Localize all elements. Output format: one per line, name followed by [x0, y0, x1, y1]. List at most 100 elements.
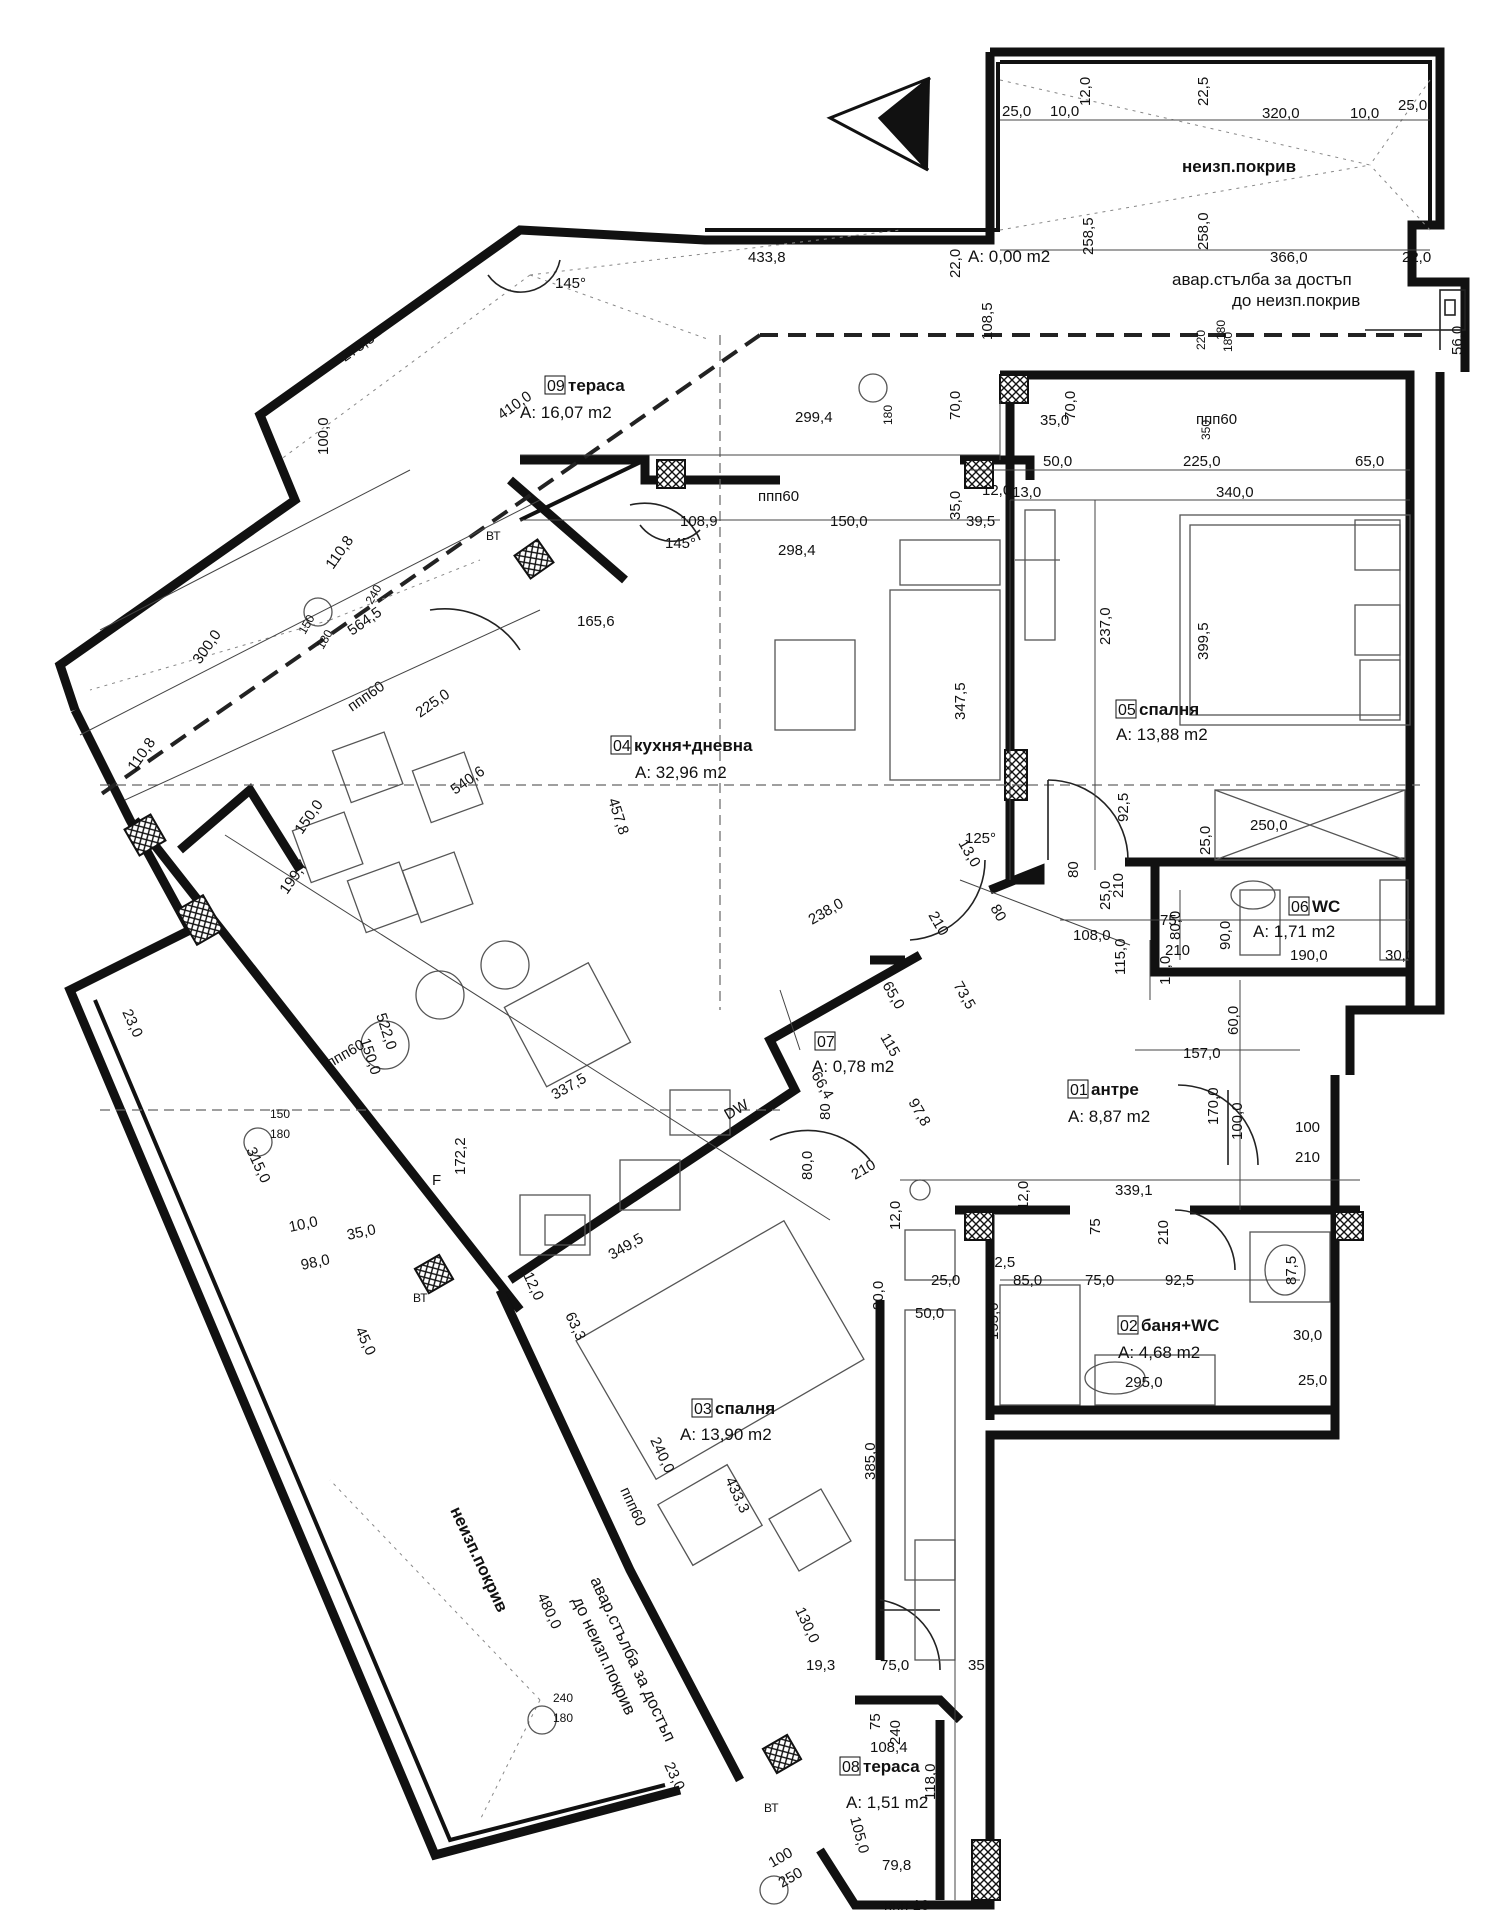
- svg-text:25,0: 25,0: [1398, 97, 1427, 114]
- svg-text:12,5: 12,5: [986, 1254, 1015, 1271]
- room-06-label: 06 WC A: 1,71 m2: [1253, 896, 1340, 941]
- svg-text:ппп60: ппп60: [616, 1485, 649, 1529]
- svg-text:79,8: 79,8: [882, 1857, 911, 1874]
- svg-text:180: 180: [881, 405, 895, 425]
- svg-text:240: 240: [362, 582, 384, 607]
- svg-text:350: 350: [1199, 420, 1213, 440]
- svg-text:35,0: 35,0: [1040, 412, 1069, 429]
- svg-text:125°: 125°: [965, 830, 996, 847]
- svg-text:480,0: 480,0: [533, 1591, 564, 1632]
- svg-text:13,0: 13,0: [1012, 484, 1041, 501]
- svg-text:80: 80: [817, 1103, 834, 1120]
- svg-text:25,0: 25,0: [1002, 103, 1031, 120]
- svg-text:80,0: 80,0: [1167, 911, 1184, 940]
- svg-text:225,0: 225,0: [413, 686, 454, 721]
- svg-text:180: 180: [553, 1711, 573, 1725]
- svg-text:98,0: 98,0: [299, 1251, 331, 1274]
- svg-text:30,0: 30,0: [870, 1281, 887, 1310]
- svg-text:75,0: 75,0: [1085, 1272, 1114, 1289]
- svg-text:35,: 35,: [968, 1657, 989, 1674]
- svg-text:170,0: 170,0: [1205, 1087, 1222, 1125]
- svg-text:258,0: 258,0: [1195, 212, 1212, 250]
- svg-text:180: 180: [1221, 332, 1235, 352]
- svg-text:110,8: 110,8: [124, 735, 159, 775]
- svg-text:540,6: 540,6: [448, 763, 489, 798]
- svg-text:12,0: 12,0: [887, 1201, 904, 1230]
- fridge-mark: F: [432, 1172, 441, 1189]
- svg-text:A: 1,71 m2: A: 1,71 m2: [1253, 922, 1335, 941]
- svg-text:92,5: 92,5: [1115, 793, 1132, 822]
- svg-text:12,0: 12,0: [519, 1270, 547, 1304]
- svg-text:63,3: 63,3: [561, 1310, 589, 1344]
- svg-text:10,0: 10,0: [287, 1213, 319, 1236]
- svg-text:320,0: 320,0: [1262, 105, 1300, 122]
- svg-text:02: 02: [1120, 1318, 1138, 1335]
- svg-text:100,0: 100,0: [315, 417, 332, 455]
- svg-text:172,2: 172,2: [452, 1137, 469, 1175]
- svg-text:273,5: 273,5: [338, 330, 379, 365]
- svg-text:19,3: 19,3: [806, 1657, 835, 1674]
- svg-text:56,0: 56,0: [1449, 326, 1466, 355]
- outer-walls: [54, 47, 1470, 1910]
- svg-text:25,0: 25,0: [1197, 826, 1214, 855]
- svg-text:220: 220: [1194, 330, 1208, 350]
- svg-text:04: 04: [613, 738, 631, 755]
- roof-slopes: [89, 79, 1431, 1821]
- svg-text:22,0: 22,0: [1402, 249, 1431, 266]
- svg-text:199,7: 199,7: [276, 857, 311, 898]
- svg-text:05: 05: [1118, 702, 1136, 719]
- svg-text:кухня+дневна: кухня+дневна: [634, 736, 753, 755]
- svg-text:50,0: 50,0: [1043, 453, 1072, 470]
- svg-text:03: 03: [694, 1401, 712, 1418]
- svg-text:433,8: 433,8: [748, 249, 786, 266]
- svg-text:73,5: 73,5: [950, 979, 979, 1013]
- door-swings: [429, 502, 1259, 1671]
- svg-text:433,3: 433,3: [721, 1475, 752, 1516]
- svg-text:антре: антре: [1091, 1080, 1139, 1099]
- svg-text:50,0: 50,0: [915, 1305, 944, 1322]
- svg-text:298,4: 298,4: [778, 542, 816, 559]
- svg-text:22,5: 22,5: [1195, 77, 1212, 106]
- svg-text:80,0: 80,0: [799, 1151, 816, 1180]
- roof-left-label: неизп.покрив: [446, 1504, 511, 1615]
- svg-text:A: 4,68 m2: A: 4,68 m2: [1118, 1343, 1200, 1362]
- svg-text:87,5: 87,5: [1283, 1256, 1300, 1285]
- svg-text:A: 1,51 m2: A: 1,51 m2: [846, 1793, 928, 1812]
- interior-walls: [131, 375, 1410, 1900]
- svg-text:145°: 145°: [665, 535, 696, 552]
- svg-text:спалня: спалня: [715, 1399, 775, 1418]
- svg-text:ппп60: ппп60: [758, 488, 799, 505]
- svg-text:тераса: тераса: [863, 1757, 920, 1776]
- room-03-label: 03 спалня A: 13,90 m2: [680, 1398, 775, 1444]
- svg-text:150,0: 150,0: [356, 1036, 384, 1077]
- svg-text:тераса: тераса: [568, 376, 625, 395]
- svg-text:35,0: 35,0: [947, 491, 964, 520]
- svg-text:210: 210: [925, 909, 952, 939]
- svg-text:A: 13,90 m2: A: 13,90 m2: [680, 1425, 772, 1444]
- svg-text:110,8: 110,8: [322, 533, 357, 573]
- roof-top-ladder-1: авар.стълба за достъп: [1172, 270, 1352, 289]
- svg-text:180: 180: [1214, 320, 1228, 340]
- svg-text:399,5: 399,5: [1195, 622, 1212, 660]
- svg-text:90,0: 90,0: [1217, 921, 1234, 950]
- room-labels: 09 тераса A: 16,07 m2 04 кухня+дневна A:…: [446, 157, 1360, 1812]
- svg-text:01: 01: [1070, 1082, 1088, 1099]
- north-arrow-icon: [826, 76, 931, 172]
- svg-text:349,5: 349,5: [606, 1230, 647, 1263]
- svg-text:65,0: 65,0: [879, 979, 908, 1013]
- svg-text:108,4: 108,4: [870, 1739, 908, 1756]
- svg-text:A: 16,07 m2: A: 16,07 m2: [520, 403, 612, 422]
- room-04-label: 04 кухня+дневна A: 32,96 m2: [610, 735, 753, 782]
- svg-text:108,9: 108,9: [680, 513, 718, 530]
- svg-text:23,0: 23,0: [660, 1760, 688, 1794]
- svg-text:250: 250: [776, 1864, 806, 1891]
- room-09-label: 09 тераса A: 16,07 m2: [520, 375, 625, 422]
- svg-text:75: 75: [867, 1713, 884, 1730]
- svg-text:155,0: 155,0: [985, 1302, 1002, 1340]
- svg-text:347,5: 347,5: [952, 682, 969, 720]
- svg-text:210: 210: [1155, 1220, 1172, 1245]
- room-02-label: 02 баня+WC A: 4,68 m2: [1117, 1315, 1219, 1362]
- svg-text:75: 75: [1160, 912, 1177, 929]
- vent-mark-3: ВТ: [764, 1801, 779, 1815]
